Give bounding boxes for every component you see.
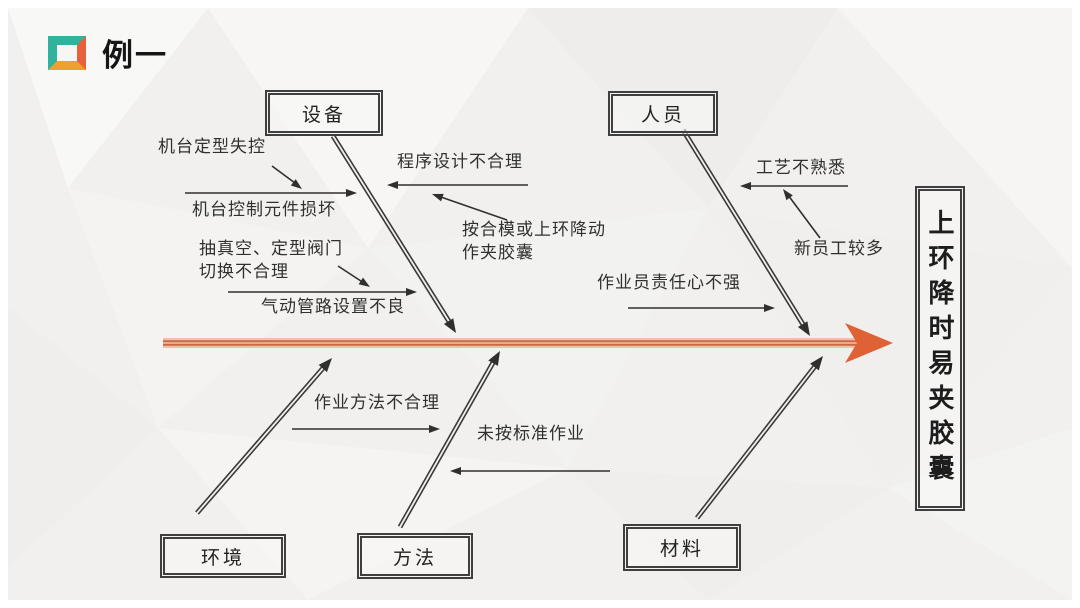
cause-process-unfamiliar: 工艺不熟悉 <box>756 158 846 177</box>
cause-pneumatic-piping-poor-setup: 气动管路设置不良 <box>261 297 405 316</box>
category-label-material: 材料 <box>659 539 704 560</box>
cause-operator-responsibility-weak: 作业员责任心不强 <box>597 273 741 292</box>
cause-machine-control-component-damage: 机台控制元件损坏 <box>192 200 336 219</box>
cause-work-method-unreasonable: 作业方法不合理 <box>314 393 440 412</box>
effect-label: 上环降时易夹胶囊 <box>925 208 955 489</box>
effect-box: 上环降时易夹胶囊 <box>915 186 965 511</box>
category-label-personnel: 人员 <box>640 105 685 126</box>
category-label-method: 方法 <box>392 547 437 569</box>
cause-arrows <box>185 165 848 475</box>
background-facets <box>8 8 1072 600</box>
slide-header: 例一 <box>48 30 168 75</box>
bone-environment <box>195 358 332 515</box>
slide-canvas: 例一 设备 人员 环境 方法 材料 上环降时易夹胶囊 机台定型失控 机台控制元件… <box>8 8 1072 600</box>
cause-program-design-unreasonable: 程序设计不合理 <box>397 152 523 171</box>
category-box-environment: 环境 <box>160 534 286 578</box>
bone-equipment <box>330 134 456 333</box>
cause-clamp-capsule-on-close-or-ring-down: 按合模或上环降动 作夹胶囊 <box>462 220 606 262</box>
fishbone-diagram-lines <box>8 8 1072 600</box>
category-box-method: 方法 <box>357 533 473 579</box>
category-box-personnel: 人员 <box>608 91 718 136</box>
page-title: 例一 <box>102 38 168 73</box>
category-box-equipment: 设备 <box>265 90 383 136</box>
bone-personnel <box>680 128 810 336</box>
category-box-material: 材料 <box>623 524 741 571</box>
bone-material <box>695 356 823 520</box>
cause-machine-shaping-out-of-control: 机台定型失控 <box>158 137 266 156</box>
spine-arrow <box>163 323 893 363</box>
bone-method <box>397 351 500 529</box>
square-frame-icon <box>48 35 86 70</box>
cause-vacuum-shaping-valve-switch-unreasonable: 抽真空、定型阀门 切换不合理 <box>199 239 343 281</box>
category-label-environment: 环境 <box>200 547 245 569</box>
category-label-equipment: 设备 <box>301 104 346 126</box>
cause-many-new-employees: 新员工较多 <box>794 239 884 258</box>
cause-not-following-standard-work: 未按标准作业 <box>477 424 585 443</box>
